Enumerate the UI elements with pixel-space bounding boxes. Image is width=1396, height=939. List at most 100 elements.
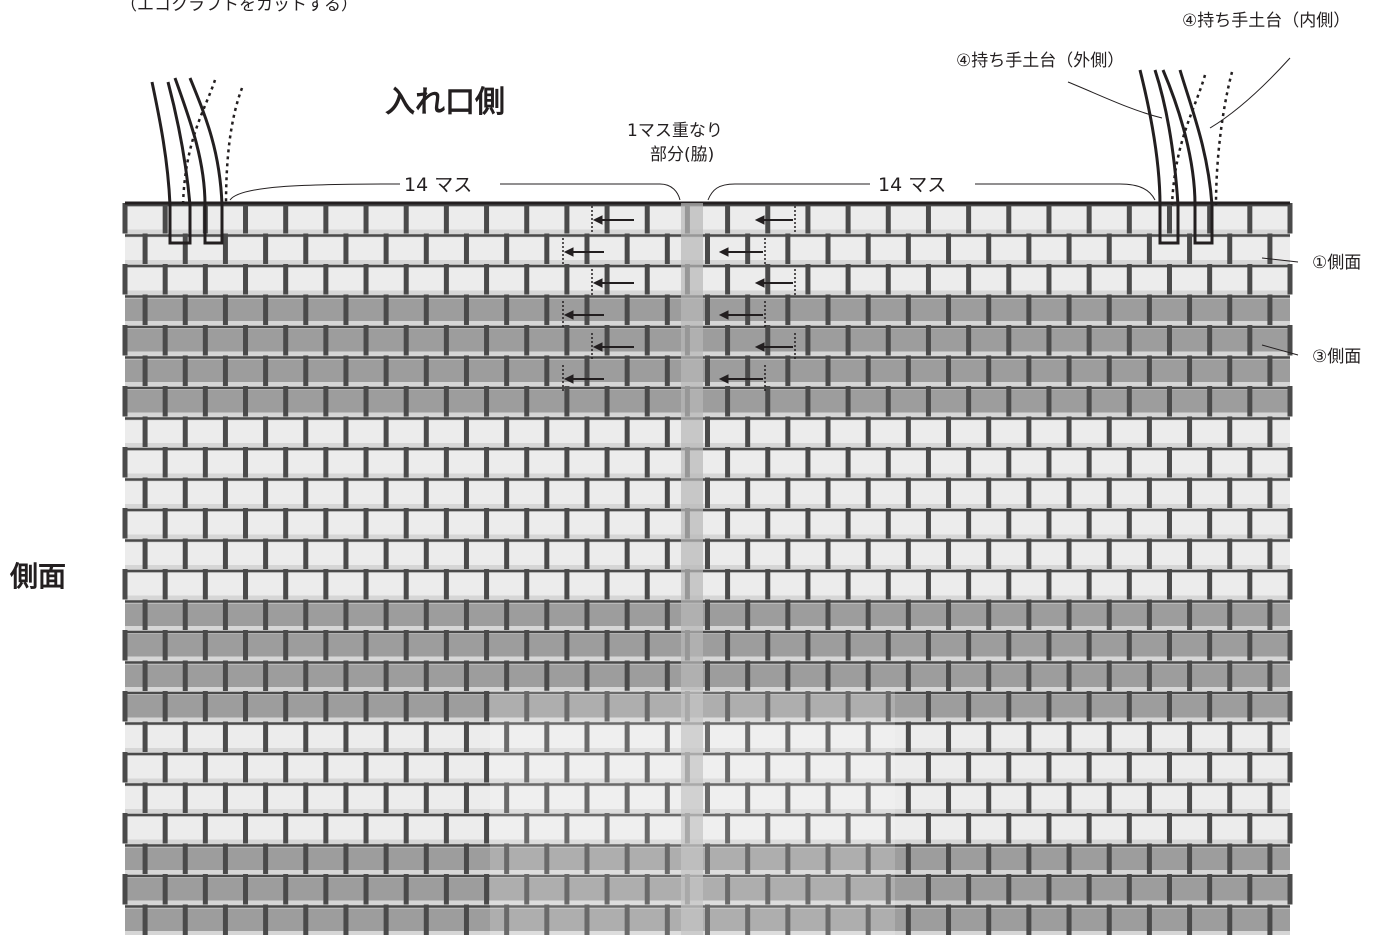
warp-bar <box>263 782 269 813</box>
warp-bar <box>504 538 510 569</box>
warp-bar <box>243 691 249 722</box>
warp-bar <box>524 264 530 295</box>
warp-bar <box>182 599 188 630</box>
warp-bar <box>725 569 731 600</box>
warp-bar <box>885 813 891 844</box>
warp-bar <box>383 233 389 264</box>
warp-bar <box>785 233 791 264</box>
warp-bar <box>1046 569 1052 600</box>
warp-bar <box>1267 782 1273 813</box>
warp-bar <box>1187 294 1193 325</box>
warp-bar <box>705 660 710 691</box>
warp-bar <box>403 447 409 478</box>
warp-bar <box>423 843 429 874</box>
overlap-band <box>490 203 895 935</box>
entrance-side-title: 入れ口側 <box>385 85 505 120</box>
warp-bar <box>504 782 510 813</box>
warp-bar <box>263 355 269 386</box>
warp-bar <box>865 843 871 874</box>
warp-bar <box>785 721 791 752</box>
warp-bar <box>524 203 530 234</box>
warp-bar <box>1166 264 1172 295</box>
warp-bar <box>182 416 188 447</box>
warp-bar <box>222 416 228 447</box>
warp-bar <box>805 325 811 356</box>
warp-bar <box>142 233 148 264</box>
warp-bar <box>303 477 309 508</box>
warp-bar <box>222 843 228 874</box>
warp-bar <box>463 904 469 935</box>
warp-bar <box>1086 325 1092 356</box>
warp-bar <box>845 569 851 600</box>
warp-bar <box>443 264 449 295</box>
warp-bar <box>584 355 590 386</box>
warp-bar <box>243 325 249 356</box>
warp-bar <box>524 813 530 844</box>
warp-bar <box>1126 325 1132 356</box>
warp-bar <box>524 386 530 417</box>
warp-bar <box>162 630 168 661</box>
warp-bar <box>303 660 309 691</box>
warp-bar <box>1187 721 1193 752</box>
warp-bar <box>1267 843 1273 874</box>
warp-bar <box>423 233 429 264</box>
warp-bar <box>785 416 791 447</box>
warp-bar <box>484 752 490 783</box>
warp-bar <box>905 599 911 630</box>
warp-bar <box>524 447 530 478</box>
shift-arrow-head <box>563 310 574 320</box>
warp-bar <box>122 447 128 478</box>
warp-bar <box>745 904 751 935</box>
warp-bar <box>845 386 851 417</box>
warp-bar <box>825 721 831 752</box>
warp-bar <box>1066 538 1072 569</box>
warp-bar <box>484 264 490 295</box>
weft-strip <box>125 390 1290 413</box>
warp-bar <box>725 386 731 417</box>
warp-bar <box>1046 874 1052 905</box>
warp-bar <box>604 447 610 478</box>
warp-bar <box>825 477 831 508</box>
warp-bar <box>885 264 891 295</box>
warp-bar <box>1207 203 1213 234</box>
warp-bar <box>1006 630 1012 661</box>
warp-bar <box>484 874 490 905</box>
warp-bar <box>1106 904 1112 935</box>
warp-bar <box>644 264 650 295</box>
warp-bar <box>805 874 811 905</box>
warp-bar <box>1106 538 1112 569</box>
warp-bar <box>604 264 610 295</box>
warp-bar <box>1006 325 1012 356</box>
warp-bar <box>263 233 269 264</box>
warp-bar <box>564 630 570 661</box>
warp-bar <box>403 325 409 356</box>
warp-bar <box>825 843 831 874</box>
shift-arrow-head <box>754 278 765 288</box>
warp-bar <box>323 874 329 905</box>
warp-bar <box>1267 355 1273 386</box>
warp-bar <box>1207 447 1213 478</box>
warp-bar <box>363 508 369 539</box>
warp-bar <box>1026 660 1032 691</box>
warp-bar <box>725 508 731 539</box>
warp-bar <box>383 355 389 386</box>
warp-bar <box>805 630 811 661</box>
warp-bar <box>363 691 369 722</box>
warp-bar <box>564 569 570 600</box>
warp-bar <box>745 843 751 874</box>
warp-bar <box>443 752 449 783</box>
warp-bar <box>604 569 610 600</box>
warp-bar <box>162 813 168 844</box>
warp-bar <box>564 691 570 722</box>
warp-bar <box>624 294 630 325</box>
warp-bar <box>1146 660 1152 691</box>
warp-bar <box>1006 691 1012 722</box>
warp-bar <box>1187 904 1193 935</box>
warp-bar <box>1267 538 1273 569</box>
weft-strip <box>125 573 1290 596</box>
warp-bar <box>263 538 269 569</box>
warp-bar <box>1006 813 1012 844</box>
warp-bar <box>865 599 871 630</box>
warp-bar <box>604 813 610 844</box>
warp-bar <box>1247 203 1253 234</box>
